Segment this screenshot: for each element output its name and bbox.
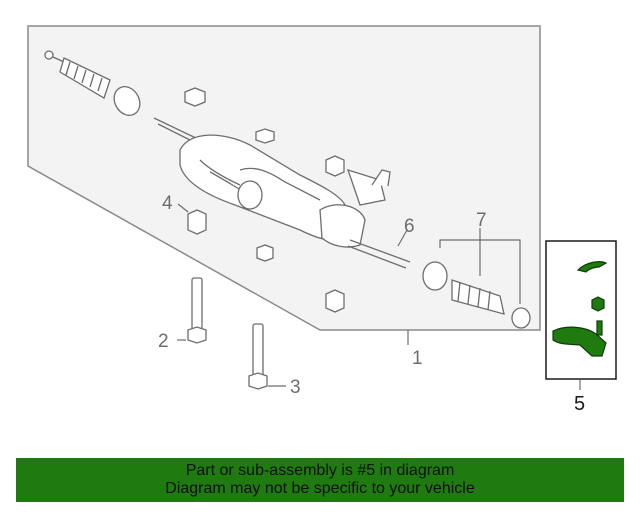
callout-6: 6 bbox=[404, 216, 415, 237]
bolt-icon bbox=[187, 277, 268, 390]
steering-rack-icon bbox=[153, 117, 411, 269]
leader-lines bbox=[177, 203, 581, 390]
info-banner: Part or sub-assembly is #5 in diagram Di… bbox=[16, 458, 624, 502]
cotter-pin-icon bbox=[576, 261, 608, 273]
callout-5: 5 bbox=[574, 393, 585, 415]
banner-line-2: Diagram may not be specific to your vehi… bbox=[165, 480, 475, 497]
part-5-icons bbox=[552, 261, 608, 357]
left-boot-icon bbox=[44, 50, 141, 116]
right-boot-icon bbox=[422, 261, 531, 329]
castle-nut-icon bbox=[591, 296, 605, 312]
part-5-box[interactable] bbox=[545, 240, 617, 380]
callout-3: 3 bbox=[290, 377, 301, 398]
nut-icon bbox=[184, 87, 345, 313]
callout-1: 1 bbox=[412, 348, 423, 369]
callout-4: 4 bbox=[162, 193, 173, 214]
banner-line-1: Part or sub-assembly is #5 in diagram bbox=[185, 462, 455, 479]
tie-rod-end-icon bbox=[552, 320, 607, 357]
callout-7: 7 bbox=[476, 210, 487, 231]
callout-2: 2 bbox=[158, 331, 169, 352]
